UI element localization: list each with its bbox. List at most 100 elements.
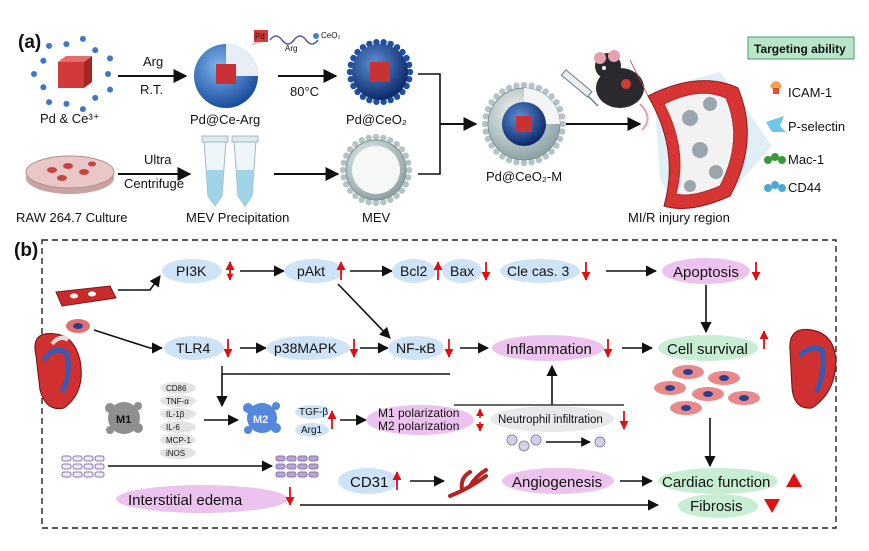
- tissue-cell: [61, 463, 72, 470]
- surface-bead: [346, 187, 354, 194]
- svg-text:Neutrophil infiltration: Neutrophil infiltration: [498, 414, 603, 426]
- ce-ion-dot: [107, 55, 114, 62]
- mev-precip-label: MEV Precipitation: [186, 210, 289, 225]
- ce-ion-dot: [46, 42, 53, 49]
- node-cell-survival: Cell survival: [658, 335, 758, 361]
- surface-bead: [482, 113, 489, 120]
- targeting-title: Targeting ability: [754, 42, 846, 56]
- node-cardiac-function: Cardiac function: [658, 468, 778, 494]
- m1-marker-pill: [160, 434, 196, 446]
- tissue-cell: [94, 463, 105, 470]
- callout-pd: Pd: [255, 32, 265, 41]
- m1-marker-label: IL-6: [166, 423, 180, 432]
- tissue-cell: [286, 463, 297, 470]
- ce-ion-dot: [92, 94, 99, 101]
- node-pi3k: PI3K: [162, 259, 222, 283]
- blood-vessel: [629, 59, 772, 212]
- svg-text:NF-κB: NF-κB: [396, 340, 436, 356]
- ce-ion-dot: [105, 71, 111, 77]
- pd-ce-arg-label: Pd@Ce-Arg: [190, 112, 260, 127]
- m1-marker-label: TNF-α: [166, 397, 189, 406]
- arrow-to-tlr4: [93, 329, 164, 354]
- tissue-cell: [275, 471, 286, 478]
- surface-bead: [380, 134, 387, 142]
- surface-bead: [548, 148, 555, 155]
- m1-marker-pill: [160, 395, 196, 407]
- node-interstitial-edema: Interstitial edema: [116, 485, 288, 513]
- ce-ion-dot: [63, 100, 70, 107]
- mouse-icon: [594, 50, 649, 131]
- surface-bead: [343, 181, 350, 188]
- surface-bead: [488, 142, 495, 149]
- arrow-pakt-nfkb: [337, 283, 391, 339]
- panel-b-label: (b): [14, 240, 38, 261]
- node-cle-cas3: Cle cas. 3: [500, 259, 580, 283]
- surface-bead: [406, 68, 414, 76]
- surface-bead: [528, 159, 535, 166]
- arg-callout: Pd Arg CeO₂: [250, 30, 341, 53]
- tissue-cell: [308, 455, 319, 462]
- surface-bead: [340, 159, 348, 166]
- svg-text:pAkt: pAkt: [297, 263, 325, 279]
- surface-bead: [398, 187, 406, 194]
- pd-ce-arg-sphere: [194, 44, 258, 108]
- node-cd31: CD31: [338, 468, 398, 494]
- surface-bead: [372, 133, 380, 141]
- surface-bead: [559, 113, 566, 120]
- tissue-cell: [72, 471, 83, 478]
- svg-text:M2: M2: [253, 414, 268, 426]
- raw-label: RAW 264.7 Culture: [16, 210, 128, 225]
- target-icam: ICAM-1: [788, 85, 832, 100]
- surface-bead: [387, 196, 394, 203]
- surface-bead: [556, 135, 564, 143]
- surface-bead: [493, 148, 500, 155]
- callout-ceo2: CeO₂: [321, 31, 341, 40]
- surface-bead: [358, 137, 365, 144]
- heart-left-icon: [34, 332, 82, 410]
- target-pselectin: P-selectin: [788, 119, 845, 134]
- centrifuge-label: Centrifuge: [124, 176, 184, 191]
- tissue-cell: [61, 471, 72, 478]
- target-icon-pselectin: [766, 116, 786, 132]
- surface-bead: [548, 93, 555, 100]
- m1-marker-pill: [160, 447, 196, 459]
- svg-text:Bcl2: Bcl2: [400, 263, 427, 279]
- surface-bead: [402, 152, 409, 159]
- mev-vesicle: [339, 133, 413, 207]
- m2-macrophage-icon: M2: [243, 402, 281, 434]
- syringe-icon: [560, 69, 599, 107]
- mev-label: MEV: [362, 210, 391, 225]
- surface-bead: [505, 84, 513, 92]
- surface-bead: [535, 156, 543, 164]
- arg-label: Arg: [143, 54, 163, 69]
- surface-bead: [535, 84, 543, 92]
- node-p38mapk: p38MAPK: [266, 336, 350, 360]
- m2-markers: TGF-β Arg1: [295, 405, 329, 437]
- macrophage-connector: [221, 366, 450, 375]
- cardiomyocyte-cluster-icon: [654, 365, 760, 415]
- m1-macrophage-icon: M1: [105, 402, 143, 434]
- node-neutrophil: Neutrophil infiltration: [490, 406, 614, 432]
- pd-ceo2-label: Pd@CeO₂: [346, 112, 407, 127]
- node-bcl2: Bcl2: [392, 259, 436, 283]
- svg-text:M1: M1: [116, 414, 131, 426]
- svg-text:Apoptosis: Apoptosis: [673, 264, 739, 281]
- tissue-cell: [308, 463, 319, 470]
- surface-bead: [553, 142, 560, 149]
- surface-bead: [346, 68, 354, 76]
- fibrosis-down-triangle: [764, 499, 780, 513]
- surface-bead: [405, 75, 413, 83]
- pd-ce-label: Pd & Ce³⁺: [40, 111, 100, 126]
- tissue-cell: [83, 471, 94, 478]
- svg-text:Inflammation: Inflammation: [506, 341, 592, 358]
- svg-text:Bax: Bax: [450, 263, 474, 279]
- node-nfkb: NF-κB: [388, 336, 444, 360]
- surface-bead: [346, 146, 354, 153]
- svg-text:Cardiac function: Cardiac function: [662, 474, 770, 491]
- svg-text:Interstitial edema: Interstitial edema: [128, 492, 243, 509]
- m1-marker-pill: [160, 408, 196, 420]
- tissue-cell: [83, 463, 94, 470]
- surface-bead: [542, 153, 549, 160]
- surface-bead: [404, 174, 412, 181]
